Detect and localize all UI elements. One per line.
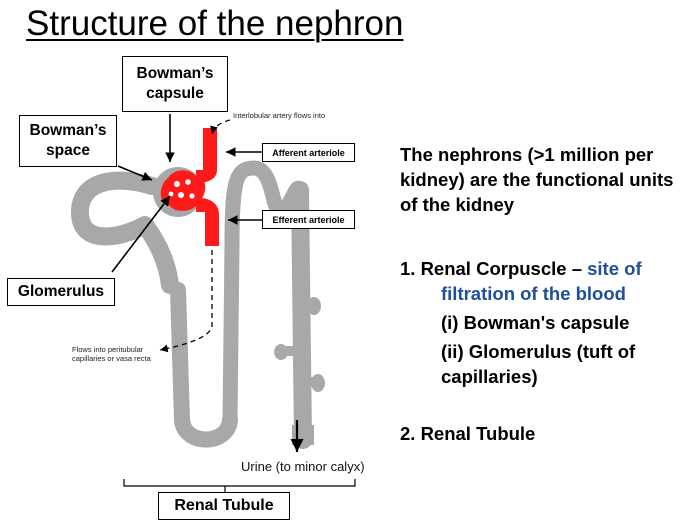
- flows-into-note: Flows into peritubular capillaries or va…: [72, 345, 151, 363]
- page-title: Structure of the nephron: [26, 4, 404, 43]
- efferent-arteriole-label: Efferent arteriole: [262, 210, 355, 229]
- intro-text: The nephrons (>1 million per kidney) are…: [400, 144, 674, 215]
- sub-item-bowmans-capsule: (i) Bowman's capsule: [441, 312, 630, 333]
- bowmans-capsule-label: Bowman’s capsule: [122, 56, 228, 112]
- interlobular-note: Interlobular artery flows into: [233, 111, 326, 120]
- glomerulus-shape: [160, 170, 206, 211]
- arterioles: [196, 128, 219, 246]
- renal-tubule-bracket: [123, 479, 356, 487]
- bowmans-space-label: Bowman’s space: [19, 115, 117, 167]
- sub-item-glomerulus: (ii) Glomerulus (tuft of capillaries): [441, 341, 636, 387]
- renal-tubule-box: Renal Tubule: [158, 492, 290, 520]
- urine-label: Urine (to minor calyx): [241, 459, 365, 474]
- item1-highlight-1: site of: [587, 258, 642, 279]
- item-renal-tubule: 2. Renal Tubule: [400, 423, 536, 444]
- item-renal-corpuscle: 1. Renal Corpuscle – site of: [400, 256, 684, 281]
- collecting-duct-branches: [274, 297, 325, 445]
- item1-highlight-2: filtration of the blood: [441, 283, 626, 304]
- renal-tubule-shape: [71, 160, 312, 449]
- afferent-arteriole-label: Afferent arteriole: [262, 143, 355, 162]
- glomerulus-label: Glomerulus: [7, 278, 115, 306]
- item1-prefix: 1. Renal Corpuscle –: [400, 258, 588, 279]
